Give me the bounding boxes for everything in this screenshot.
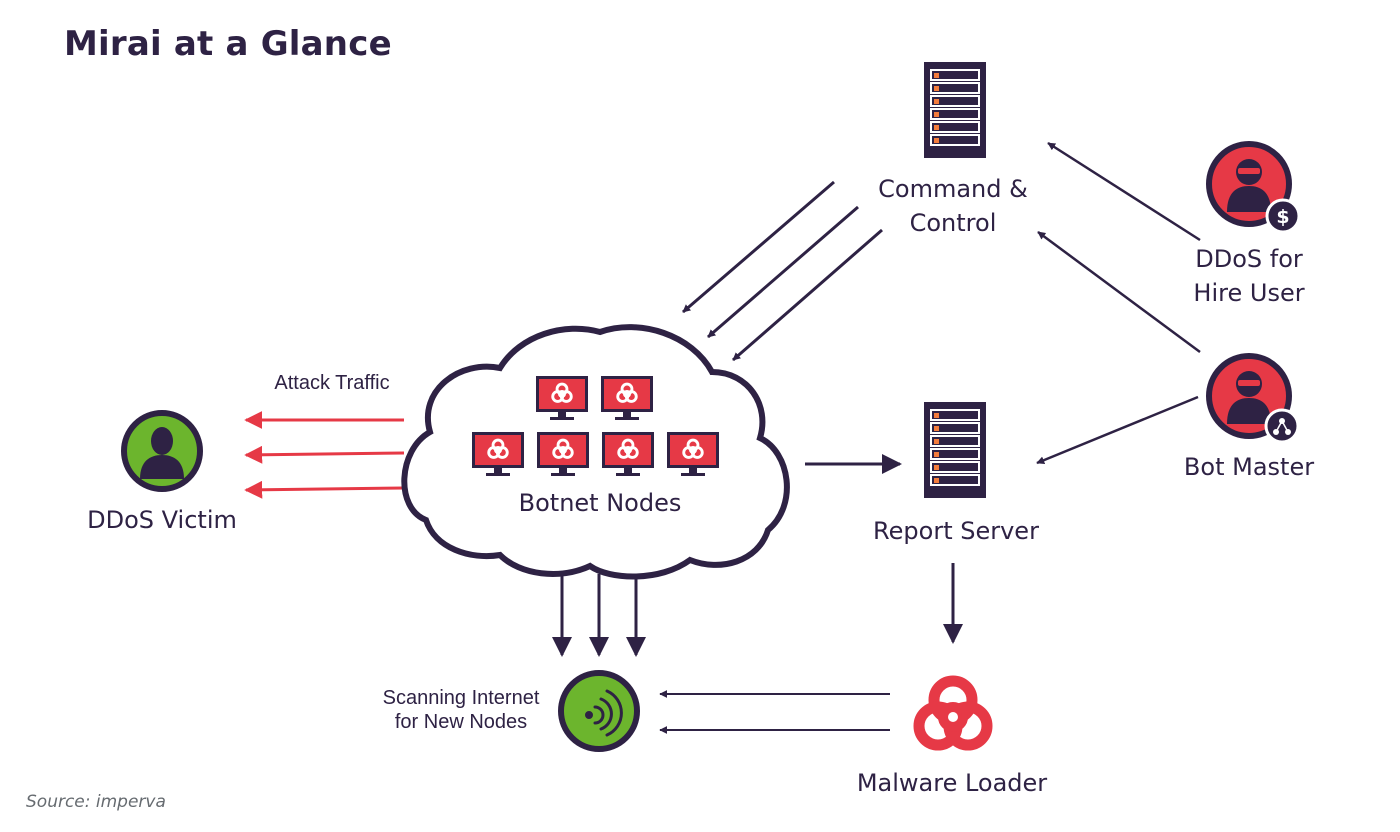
label-line: for New Nodes [394,711,528,733]
page-title: Mirai at a Glance [64,24,392,64]
ddos-for-hire-avatar: $ [1206,141,1301,234]
svg-text:$: $ [1276,206,1289,228]
source-caption: Source: imperva [26,792,166,812]
cc-botnet-arrow [732,228,883,362]
cc-botnet-arrow [682,180,835,314]
bot-master-label: Bot Master [1183,453,1315,481]
botnet-cloud [401,324,790,580]
attack-traffic-label: Attack Traffic [274,372,390,394]
scanning-internet-label: Scanning Internet for New Nodes [366,686,556,734]
attack-traffic-arrows [244,411,405,499]
hire-user-to-cc-arrow [1047,141,1201,242]
botnet-nodes-label: Botnet Nodes [518,489,682,517]
cc-botnet-arrow [707,205,859,339]
network-badge-icon [1264,408,1300,444]
ddos-victim-label: DDoS Victim [87,506,237,534]
cloud-outline [401,324,790,580]
label-line: Control [909,209,997,237]
bot-master-avatar [1206,353,1300,444]
label-line: DDoS for [1195,245,1303,273]
malware-loader-label: Malware Loader [856,769,1048,797]
report-server-label: Report Server [873,517,1039,545]
user-icon [140,427,184,479]
label-line: Hire User [1193,279,1305,307]
ddos-victim-avatar [121,410,203,492]
attack-arrow [244,480,405,499]
botmaster-to-cc-arrow [1037,230,1201,354]
scanning-internet-node [558,670,640,752]
biohazard-icon [913,675,993,751]
attack-arrow [244,445,405,464]
dollar-badge-icon: $ [1265,198,1301,234]
command-control-server-icon [923,61,987,159]
cc-to-botnet-arrows [682,180,883,362]
wifi-signal-icon [585,689,623,737]
botnet-to-scanning-arrows [552,574,646,657]
botmaster-to-report-arrow [1036,395,1199,465]
label-line: Command & [878,175,1028,203]
ddos-for-hire-label: DDoS for Hire User [1159,242,1339,310]
command-control-label: Command & Control [853,172,1053,240]
label-line: Scanning Internet [382,687,540,709]
report-server-icon [923,401,987,499]
